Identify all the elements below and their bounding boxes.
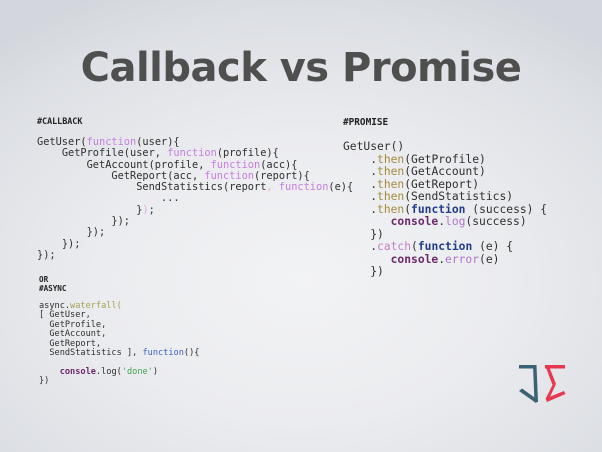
callback-code-block: GetUser(function(user){ GetProfile(user,… xyxy=(37,136,354,261)
js-logo-icon xyxy=(519,365,566,403)
async-code-block: async.waterfall( [ GetUser, GetProfile, … xyxy=(39,301,200,387)
promise-heading: #PROMISE xyxy=(343,117,389,128)
promise-code-block: GetUser() .then(GetProfile) .then(GetAcc… xyxy=(343,140,548,278)
slide-title: Callback vs Promise xyxy=(80,45,522,91)
callback-heading: #CALLBACK xyxy=(37,116,83,126)
async-heading: OR #ASYNC xyxy=(39,275,67,293)
